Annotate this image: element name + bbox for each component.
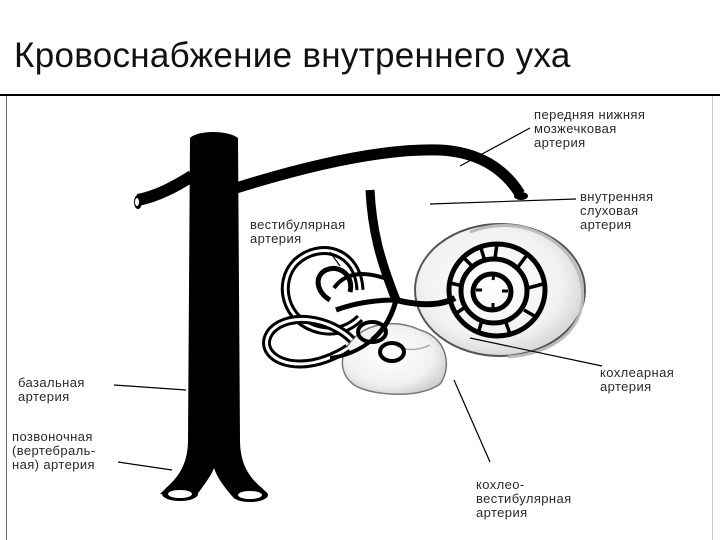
label-basilar-artery: базальная артерия <box>18 375 85 404</box>
label-vertebral-artery: позвоночная (вертебраль- ная) артерия <box>12 429 96 472</box>
label-internal-auditory-artery: внутренняя слуховая артерия <box>580 189 654 232</box>
frame-right-border <box>712 96 713 540</box>
semicircular-canals <box>262 246 406 369</box>
label-vestibular-artery: вестибулярная артерия <box>250 217 346 246</box>
cochlea <box>414 223 586 359</box>
internal-auditory-vessel <box>329 189 457 360</box>
title-divider <box>0 94 720 96</box>
label-cochlear-artery: кохлеарная артерия <box>600 365 675 394</box>
leader-basilar <box>113 384 187 391</box>
leader-cochleo-vestibular <box>453 379 491 463</box>
leader-cochlear <box>469 337 603 367</box>
leader-vertebral <box>117 461 173 471</box>
leader-aica <box>459 127 531 167</box>
slide-title: Кровоснабжение внутреннего уха <box>14 36 571 75</box>
inner-ear-blood-supply-diagram <box>113 127 603 502</box>
frame-left-border <box>6 96 7 540</box>
leader-lines <box>113 127 603 471</box>
leader-internal-auditory <box>429 198 577 205</box>
left-artery-branch <box>134 170 196 209</box>
label-cochleo-vestibular-artery: кохлео- вестибулярная артерия <box>476 477 572 520</box>
leader-vestibular <box>329 251 341 267</box>
basilar-artery-trunk <box>160 132 268 502</box>
aica-vessel <box>234 144 528 200</box>
label-aica: передняя нижняя мозжечковая артерия <box>534 107 646 150</box>
